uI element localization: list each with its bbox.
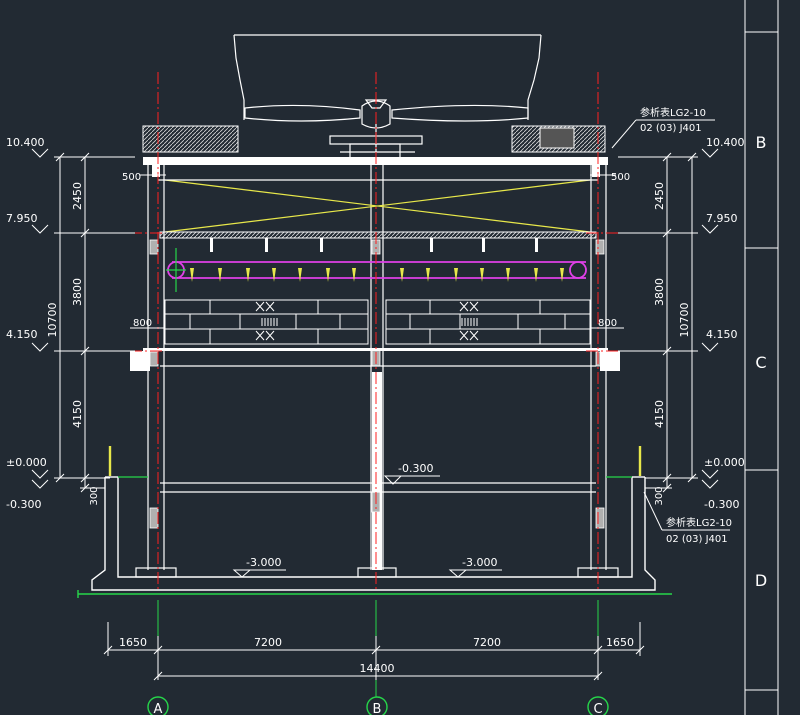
fill-pack-left (164, 299, 369, 345)
elev-floor: -0.300 (398, 462, 433, 475)
right-elevation-marks (701, 148, 719, 489)
elev-left-fill-bottom: 4.150 (6, 328, 38, 341)
dim-offset-500-left: 500 (122, 172, 141, 183)
horizontal-dims (103, 622, 645, 681)
mid-beam (143, 348, 608, 351)
offset-dims (130, 174, 624, 329)
dim-right-fill: 3800 (653, 278, 666, 306)
dim-offset-500-right: 500 (611, 172, 630, 183)
elev-left-ground: ±0.000 (6, 456, 47, 469)
callout-bottom-ref-b: 02 (03) J401 (666, 534, 728, 545)
callout-bottom-ref-a: 参析表LG2-10 (666, 516, 732, 529)
callout-top-ref-b: 02 (03) J401 (640, 123, 702, 134)
dim-bay-right-edge: 1650 (606, 636, 634, 649)
callout-leaders (611, 119, 730, 531)
dim-offset-800-right: 800 (598, 318, 617, 329)
right-vertical-dims (618, 152, 698, 493)
dim-right-upper: 2450 (653, 182, 666, 210)
axis-label-a: A (154, 702, 163, 715)
elev-right-top: 10.400 (706, 136, 745, 149)
title-block-letter-c: C (755, 353, 766, 372)
floor-elevation-marks (232, 475, 502, 578)
dim-left-300: 300 (89, 486, 100, 505)
dim-right-300: 300 (654, 486, 665, 505)
elev-pit-right: -3.000 (462, 556, 497, 569)
axis-label-b: B (373, 702, 382, 715)
dim-left-upper: 2450 (71, 182, 84, 210)
spray-nozzles (190, 268, 564, 282)
fan-stack (233, 34, 542, 120)
left-elevation-marks (31, 148, 49, 489)
fill-pattern-marks (255, 301, 479, 341)
elev-left-top: 10.400 (6, 136, 45, 149)
dim-right-lower: 4150 (653, 400, 666, 428)
distribution-pipe (167, 261, 587, 279)
axis-bubbles (147, 696, 609, 715)
elev-right-fill-bottom: 4.150 (706, 328, 738, 341)
dim-left-overall: 10700 (46, 303, 59, 338)
elev-right-below: -0.300 (704, 498, 739, 511)
elev-right-fill-top: 7.950 (706, 212, 738, 225)
elev-left-below: -0.300 (6, 498, 41, 511)
fill-top-beam (159, 231, 597, 239)
dim-bay-left-edge: 1650 (119, 636, 147, 649)
elev-left-fill-top: 7.950 (6, 212, 38, 225)
dim-left-fill: 3800 (71, 278, 84, 306)
dim-bay-left: 7200 (254, 636, 282, 649)
axis-label-c: C (593, 702, 602, 715)
dim-offset-800-left: 800 (133, 318, 152, 329)
elev-right-ground: ±0.000 (704, 456, 745, 469)
grid-axis-lines (130, 72, 620, 592)
drift-hangers (210, 238, 538, 252)
roof-parapet (142, 125, 606, 153)
dim-total-span: 14400 (360, 662, 395, 675)
dim-left-lower: 4150 (71, 400, 84, 428)
cross-bracing (164, 179, 591, 233)
left-vertical-dims (54, 152, 135, 493)
title-block (744, 0, 779, 715)
center-column-solid (372, 372, 382, 570)
fill-pack-right (385, 299, 591, 345)
dim-bay-right: 7200 (473, 636, 501, 649)
elev-pit-left: -3.000 (246, 556, 281, 569)
title-block-letter-d: D (755, 571, 767, 590)
callout-top-ref-a: 参析表LG2-10 (640, 106, 706, 119)
pipe-end-marker (166, 248, 186, 292)
dim-right-overall: 10700 (678, 303, 691, 338)
title-block-letter-b: B (756, 133, 767, 152)
